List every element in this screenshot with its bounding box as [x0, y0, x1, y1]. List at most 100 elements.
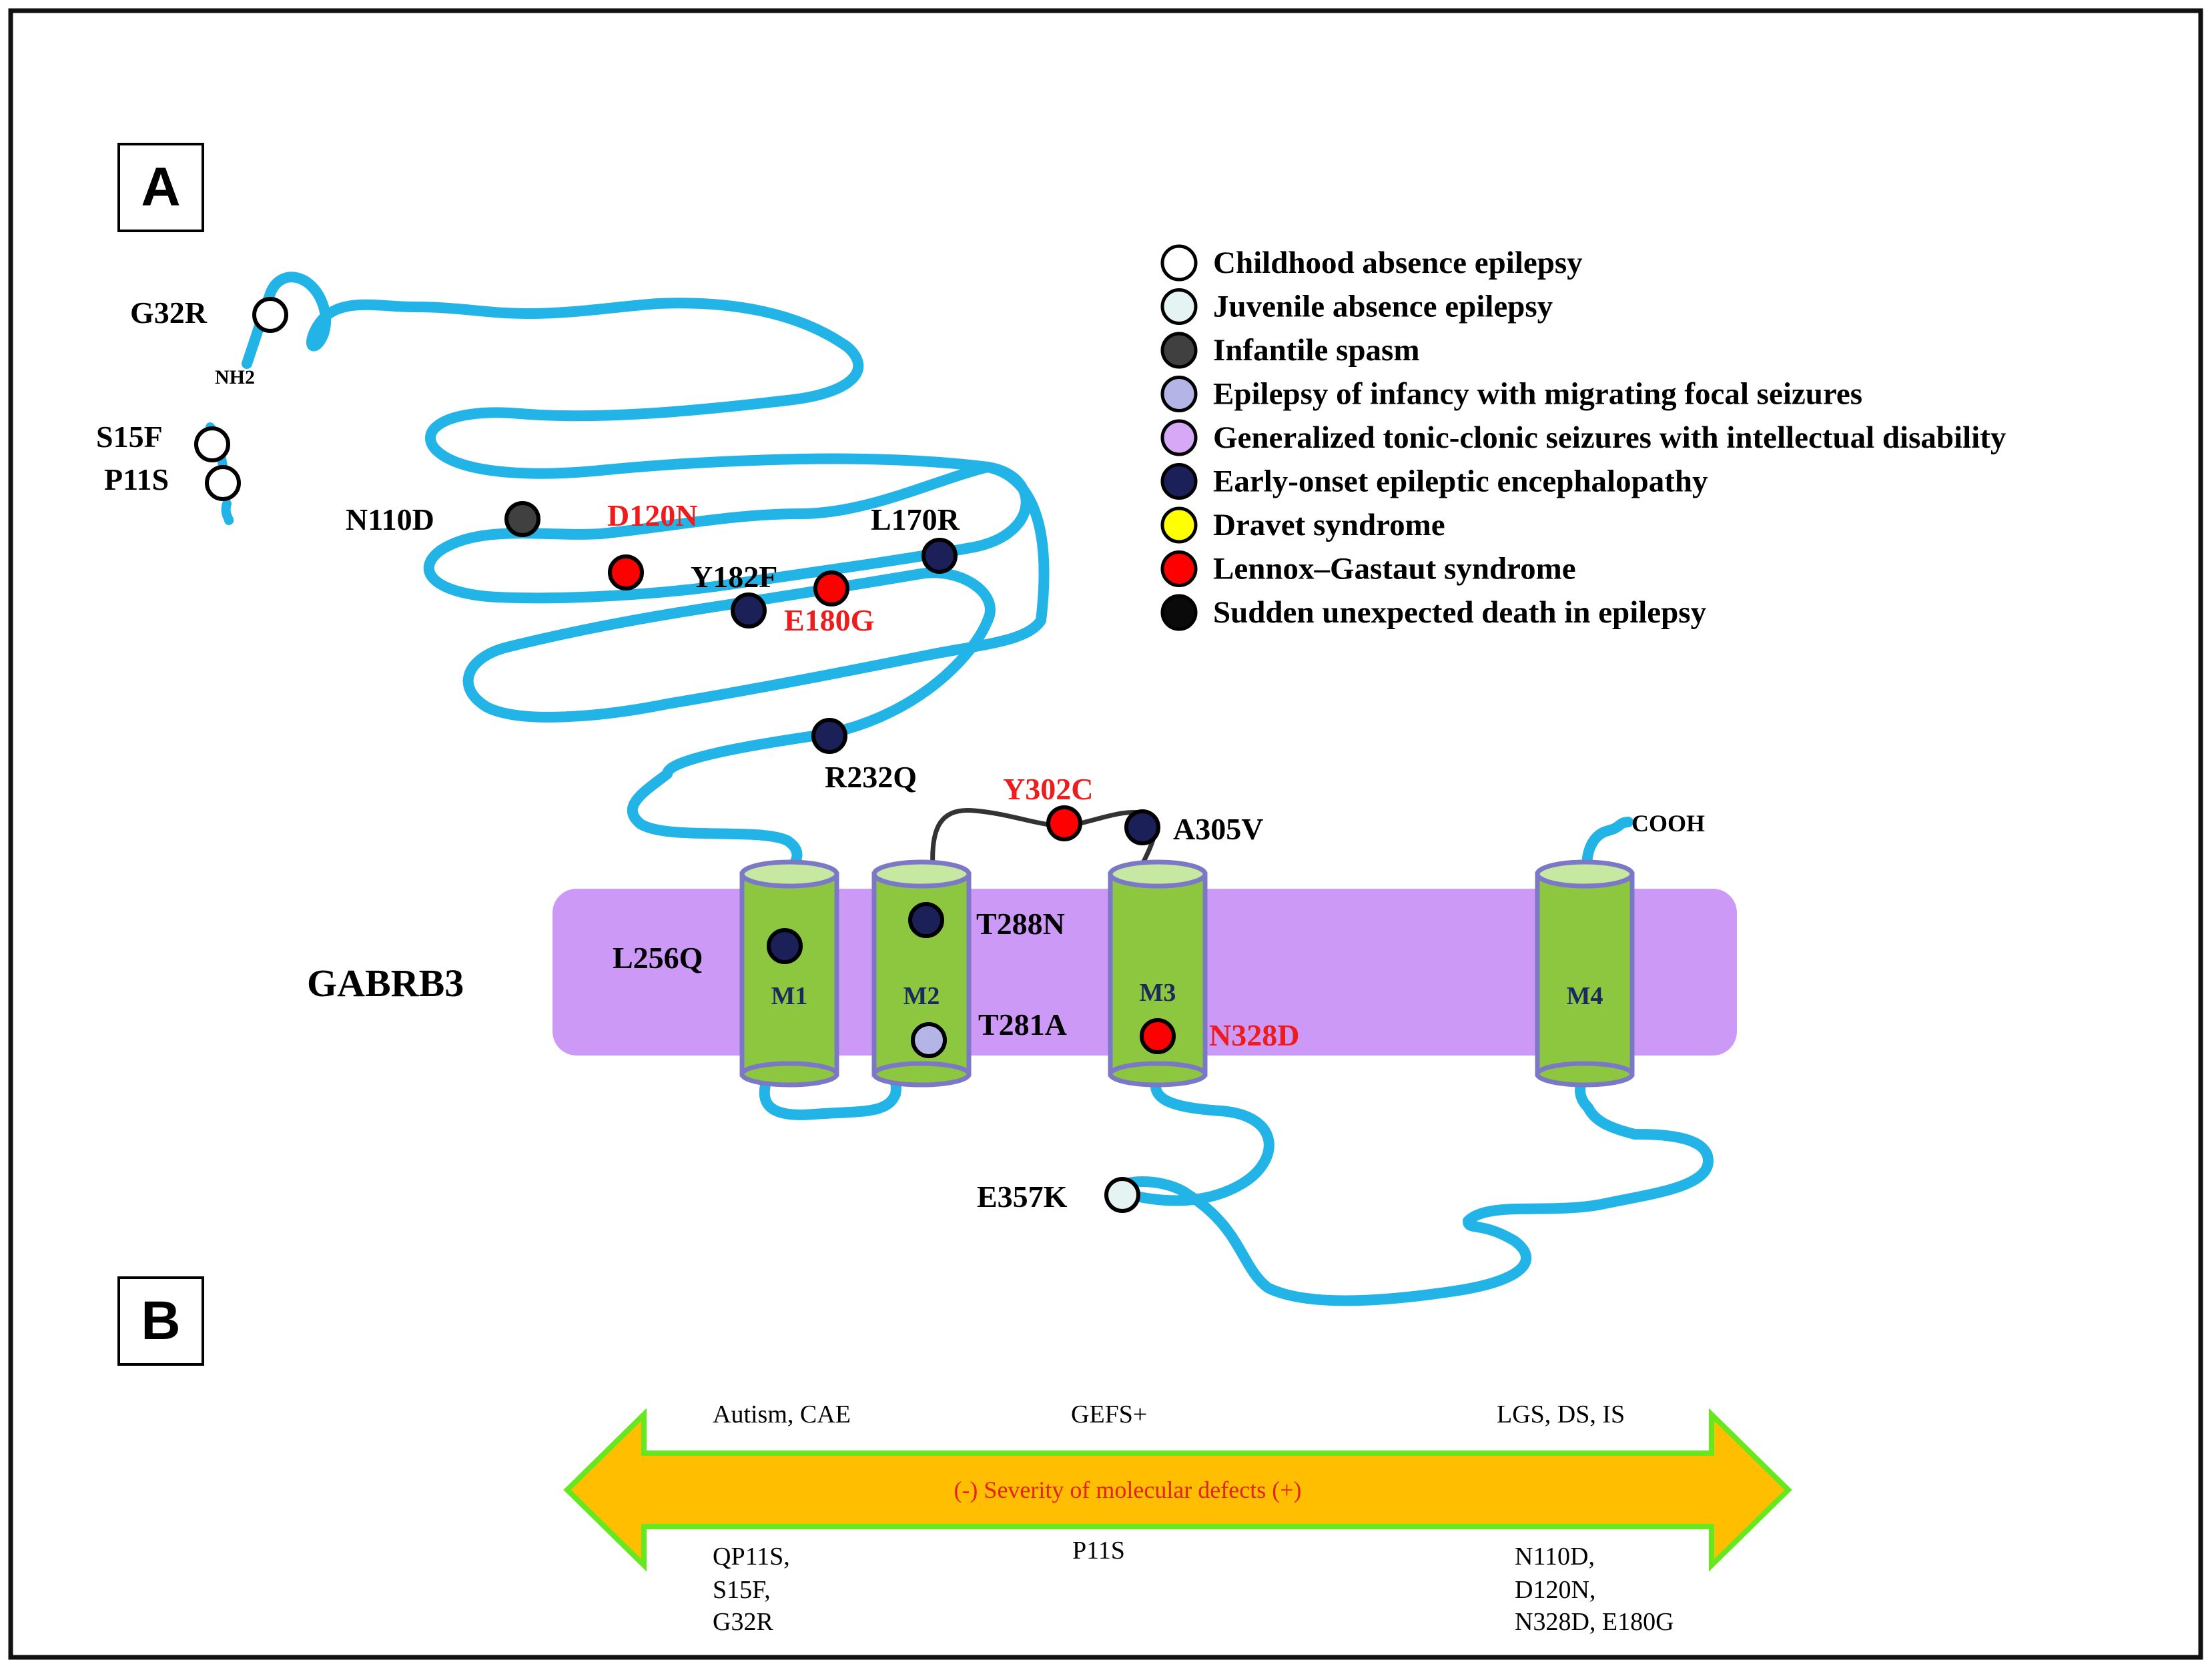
- legend-item: Dravet syndrome: [1160, 506, 1445, 544]
- mutation-label-p11s: P11S: [104, 462, 169, 496]
- mutation-marker-l256q: [767, 928, 803, 964]
- legend-swatch: [1160, 288, 1198, 325]
- n-terminus-label: NH2: [215, 366, 255, 388]
- mutation-e180g: E180G: [784, 570, 874, 637]
- mutation-marker-n328d: [1140, 1018, 1176, 1054]
- severity-top-right: LGS, DS, IS: [1497, 1400, 1625, 1428]
- legend-label: Epilepsy of infancy with migrating focal…: [1213, 377, 1862, 412]
- mutation-d120n: D120N: [607, 498, 697, 590]
- mutation-label-l170r: L170R: [871, 502, 960, 536]
- mutation-label-n328d: N328D: [1209, 1018, 1299, 1052]
- figure-frame: [8, 8, 2203, 1660]
- mutation-y182f: Y182F: [691, 560, 777, 629]
- mutation-marker-r232q: [811, 718, 847, 754]
- legend-item: Epilepsy of infancy with migrating focal…: [1160, 376, 1862, 412]
- mutation-label-l256q: L256Q: [613, 941, 703, 975]
- mutation-marker-n110d: [504, 501, 540, 537]
- mutation-t281a: T281A: [911, 1007, 1067, 1058]
- legend-label: Childhood absence epilepsy: [1213, 246, 1583, 280]
- legend-label: Juvenile absence epilepsy: [1213, 290, 1553, 324]
- mutation-marker-y182f: [731, 592, 767, 629]
- severity-bottom-left-2: S15F,: [713, 1576, 771, 1604]
- panel-a-letter: A: [141, 157, 180, 218]
- mutation-label-a305v: A305V: [1173, 812, 1263, 846]
- legend-swatch: [1160, 332, 1198, 369]
- legend-swatch: [1160, 463, 1198, 500]
- mutation-n328d: N328D: [1140, 1018, 1299, 1054]
- mutation-n110d: N110D: [346, 501, 540, 537]
- legend-label: Lennox–Gastaut syndrome: [1213, 552, 1576, 586]
- legend-item: Sudden unexpected death in epilepsy: [1160, 594, 1707, 631]
- mutation-t288n: T288N: [908, 902, 1065, 941]
- severity-top-mid: GEFS+: [1071, 1400, 1147, 1428]
- mutation-label-r232q: R232Q: [825, 760, 917, 794]
- legend-swatch: [1160, 550, 1198, 587]
- legend-swatch: [1160, 594, 1198, 631]
- mutation-marker-t288n: [908, 902, 944, 938]
- legend-item: Juvenile absence epilepsy: [1160, 288, 1553, 325]
- legend-item: Generalized tonic-clonic seizures with i…: [1160, 419, 2006, 456]
- gene-label: GABRB3: [307, 961, 464, 1005]
- severity-arrow-text: (-) Severity of molecular defects (+): [954, 1477, 1301, 1503]
- legend-item: Early-onset epileptic encephalopathy: [1160, 463, 1708, 500]
- legend-item: Infantile spasm: [1160, 332, 1419, 369]
- severity-bottom-right-1: N110D,: [1515, 1543, 1595, 1571]
- severity-bottom-left-1: QP11S,: [713, 1543, 790, 1571]
- mutation-marker-g32r: [252, 297, 288, 333]
- mutation-label-s15f: S15F: [96, 420, 163, 454]
- severity-arrow: (-) Severity of molecular defects (+): [563, 1408, 1792, 1572]
- mutation-marker-y302c: [1046, 805, 1082, 841]
- mutation-marker-e357k: [1104, 1177, 1140, 1213]
- extracellular-n-terminal-chain: [242, 272, 1032, 604]
- mutation-marker-a305v: [1124, 809, 1160, 845]
- legend-label: Infantile spasm: [1213, 333, 1419, 368]
- helix-m1: M1: [739, 859, 839, 1088]
- c-terminal-tail: [1581, 817, 1633, 873]
- mutation-y302c: Y302C: [1003, 772, 1093, 841]
- mutation-marker-s15f: [194, 426, 230, 462]
- mutation-r232q: R232Q: [811, 718, 917, 794]
- c-terminus-label: COOH: [1631, 810, 1705, 837]
- severity-bottom-left-3: G32R: [713, 1608, 773, 1636]
- mutation-marker-t281a: [911, 1022, 947, 1058]
- panel-a-marker: A: [117, 143, 204, 232]
- mutation-label-e357k: E357K: [977, 1180, 1068, 1214]
- mutation-g32r: G32R: [130, 296, 288, 333]
- legend-swatch: [1160, 244, 1198, 282]
- severity-bottom-right-3: N328D, E180G: [1515, 1608, 1674, 1636]
- legend-item: Lennox–Gastaut syndrome: [1160, 550, 1576, 587]
- mutation-label-g32r: G32R: [130, 296, 208, 330]
- legend-swatch: [1160, 506, 1198, 544]
- helix-m3-label: M3: [1140, 979, 1176, 1007]
- extracellular-pre-m1-chain: [627, 615, 993, 879]
- mutation-a305v: A305V: [1124, 809, 1263, 846]
- mutation-marker-p11s: [205, 465, 241, 501]
- mutation-e357k: E357K: [977, 1177, 1140, 1214]
- mutation-label-d120n: D120N: [607, 498, 697, 532]
- mutation-l170r: L170R: [871, 502, 960, 574]
- mutation-label-e180g: E180G: [784, 603, 874, 637]
- mutation-p11s: P11S: [104, 462, 241, 501]
- mutation-s15f: S15F: [96, 420, 230, 462]
- legend-label: Sudden unexpected death in epilepsy: [1213, 595, 1707, 630]
- helix-m4: M4: [1535, 859, 1635, 1088]
- mutation-l256q: L256Q: [613, 928, 803, 975]
- severity-bottom-mid-1: P11S: [1072, 1537, 1125, 1565]
- helix-m1-label: M1: [771, 982, 808, 1010]
- m3-m4-intracellular-loop: [1116, 1070, 1714, 1306]
- mutation-marker-e180g: [813, 570, 849, 606]
- severity-top-left: Autism, CAE: [713, 1400, 851, 1428]
- legend-label: Early-onset epileptic encephalopathy: [1213, 464, 1708, 499]
- legend-label: Dravet syndrome: [1213, 508, 1445, 542]
- mutation-marker-l170r: [921, 538, 958, 574]
- legend-label: Generalized tonic-clonic seizures with i…: [1213, 420, 2006, 455]
- helix-m4-label: M4: [1567, 982, 1603, 1010]
- mutation-label-y182f: Y182F: [691, 560, 777, 594]
- panel-b-letter: B: [141, 1290, 180, 1351]
- mutation-label-t281a: T281A: [978, 1007, 1067, 1041]
- panel-b-marker: B: [117, 1276, 204, 1366]
- legend-swatch: [1160, 419, 1198, 456]
- helix-m3: M3: [1108, 859, 1208, 1088]
